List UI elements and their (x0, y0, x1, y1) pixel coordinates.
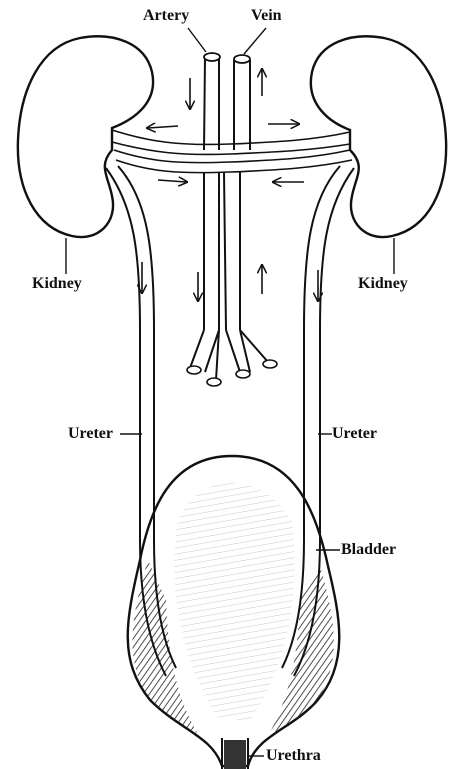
urethra-label: Urethra (266, 748, 321, 764)
right-ureter-label: Ureter (332, 426, 377, 442)
vein-trunk (234, 60, 250, 150)
flow-arrows (142, 70, 318, 300)
iliac-branches (190, 330, 268, 380)
left-ureter-label: Ureter (68, 426, 113, 442)
artery-trunk (204, 58, 219, 150)
right-kidney-label: Kidney (358, 276, 408, 292)
left-kidney-label: Kidney (32, 276, 82, 292)
right-kidney (311, 36, 446, 237)
bladder-label: Bladder (341, 542, 396, 558)
renal-vessels-lower (114, 150, 350, 163)
renal-vessels-upper (112, 130, 350, 144)
artery-label: Artery (143, 8, 189, 24)
vein-label: Vein (251, 8, 282, 24)
